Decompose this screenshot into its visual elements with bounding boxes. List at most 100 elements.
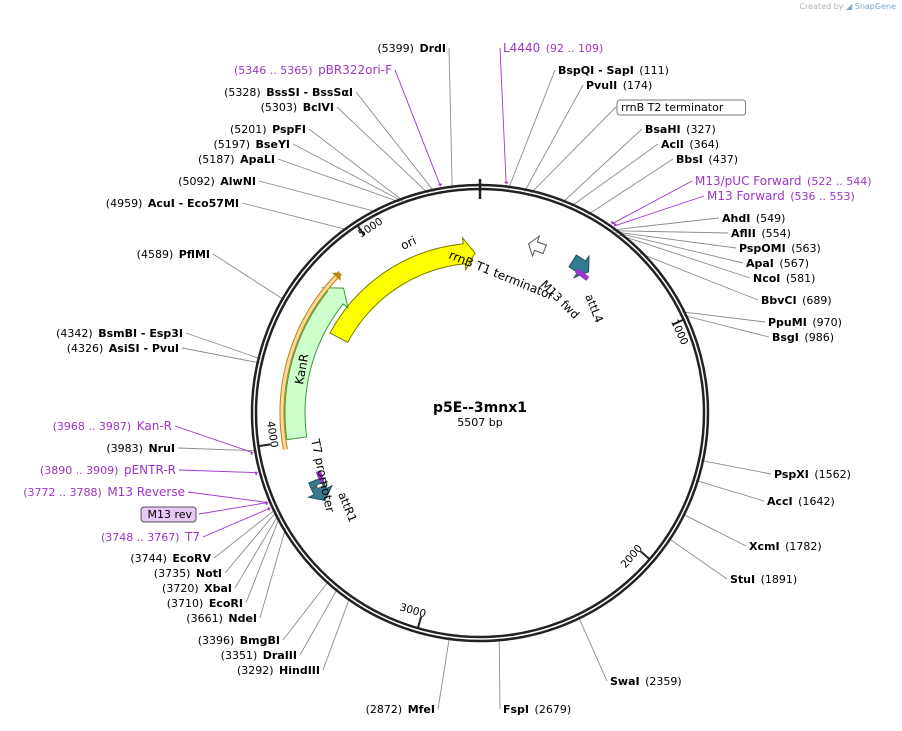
site-text: PspXI (1562)	[774, 468, 851, 481]
feature-ori[interactable]	[329, 236, 476, 344]
site-apali[interactable]: (5187) ApaLI	[198, 153, 275, 166]
site-text: AccI (1642)	[767, 495, 835, 508]
site-text: PpuMI (970)	[768, 316, 842, 329]
site-position: (970)	[812, 316, 842, 329]
site-bsgi[interactable]: BsgI (986)	[772, 331, 834, 344]
site-position: (3772 .. 3788)	[23, 486, 102, 499]
site-pvuii[interactable]: PvuII (174)	[586, 79, 652, 92]
site-bclvi[interactable]: (5303) BclVI	[261, 101, 334, 114]
site-text: StuI (1891)	[730, 573, 797, 586]
site-text: PvuII (174)	[586, 79, 652, 92]
site-bmgbi[interactable]: (3396) BmgBI	[198, 634, 280, 647]
site-position: (174)	[623, 79, 653, 92]
site-acui-eco57mi[interactable]: (4959) AcuI - Eco57MI	[106, 197, 239, 210]
site-text: BsaHI (327)	[645, 123, 716, 136]
primer-marker-m13-fwd[interactable]	[575, 268, 590, 281]
site-mfei[interactable]: (2872) MfeI	[366, 703, 435, 716]
site-nrui[interactable]: (3983) NruI	[106, 442, 175, 455]
site-bseyi[interactable]: (5197) BseYI	[213, 138, 290, 151]
site-ppumi[interactable]: PpuMI (970)	[768, 316, 842, 329]
site-aflii[interactable]: AflII (554)	[731, 227, 791, 240]
site-labels: (5399) DrdI L4440 (92 .. 109) BspQI - SapI…	[23, 41, 871, 716]
site-pflmi[interactable]: (4589) PflMI	[137, 248, 210, 261]
site-asisi-pvui[interactable]: (4326) AsiSI - PvuI	[67, 342, 179, 355]
ruler-tick-label: 2000	[619, 542, 646, 570]
site-pbr322ori-f[interactable]: (5346 .. 5365) pBR322ori-F	[234, 63, 392, 77]
site-position: (437)	[708, 153, 738, 166]
kan-r-primer-arc[interactable]	[280, 271, 342, 450]
site-rrnb-t2-terminator[interactable]: rrnB T2 terminator	[616, 99, 747, 116]
site-name: BsmBI - Esp3I	[98, 327, 183, 340]
site-m13-rev[interactable]: M13 rev	[140, 506, 197, 523]
site-pentr-r[interactable]: (3890 .. 3909) pENTR-R	[40, 463, 176, 477]
feature-kanr[interactable]	[284, 287, 349, 441]
site-acci[interactable]: AccI (1642)	[767, 495, 835, 508]
site-bbvci[interactable]: BbvCI (689)	[761, 294, 832, 307]
leader-ecori	[245, 517, 280, 604]
leader-apali	[277, 158, 400, 203]
site-alwni[interactable]: (5092) AlwNI	[178, 175, 256, 188]
site-fspi[interactable]: FspI (2679)	[503, 703, 571, 716]
site-position: (1891)	[761, 573, 798, 586]
site-name: Kan-R	[137, 419, 172, 433]
site-m13-puc-forward[interactable]: M13/pUC Forward (522 .. 544)	[695, 174, 872, 188]
site-drdi[interactable]: (5399) DrdI	[377, 42, 446, 55]
site-bsahi[interactable]: BsaHI (327)	[645, 123, 716, 136]
site-noti[interactable]: (3735) NotI	[154, 567, 222, 580]
site-position: (4589)	[137, 248, 174, 261]
feature-t7-promoter[interactable]	[311, 481, 329, 490]
site-l4440[interactable]: L4440 (92 .. 109)	[503, 41, 603, 55]
site-swai[interactable]: SwaI (2359)	[610, 675, 682, 688]
primer-marker-m13-rev-inner[interactable]	[315, 470, 325, 483]
site-ecorv[interactable]: (3744) EcoRV	[130, 552, 211, 565]
site-pspomi[interactable]: PspOMI (563)	[739, 242, 821, 255]
site-bbsi[interactable]: BbsI (437)	[676, 153, 738, 166]
site-ahdi[interactable]: AhdI (549)	[722, 212, 785, 225]
site-m13-reverse[interactable]: (3772 .. 3788) M13 Reverse	[23, 485, 185, 499]
site-name: StuI	[730, 573, 755, 586]
site-ecori[interactable]: (3710) EcoRI	[167, 597, 243, 610]
site-name: BssSI - BssSαI	[266, 86, 353, 99]
ruler-tick-label: 3000	[398, 601, 427, 620]
site-t7[interactable]: (3748 .. 3767) T7	[101, 530, 200, 544]
leader-draiii	[299, 588, 338, 656]
site-name: AsiSI - PvuI	[109, 342, 179, 355]
leader-xcmi	[682, 513, 747, 547]
site-bspqi-sapi[interactable]: BspQI - SapI (111)	[558, 64, 669, 77]
feature-label-rrnb-t1-terminator: rrnB T1 terminator	[447, 248, 556, 303]
site-xcmi[interactable]: XcmI (1782)	[749, 540, 822, 553]
site-bsmbi-esp3i[interactable]: (4342) BsmBI - Esp3I	[56, 327, 183, 340]
plasmid-length: 5507 bp	[457, 416, 502, 429]
ruler-tick-mark	[258, 443, 271, 448]
site-bsssi-bsssai[interactable]: (5328) BssSI - BssSαI	[224, 86, 353, 99]
site-pspfi[interactable]: (5201) PspFI	[230, 123, 306, 136]
leader-bbvci	[639, 252, 759, 301]
site-kan-r[interactable]: (3968 .. 3987) Kan-R	[53, 419, 172, 433]
site-draiii[interactable]: (3351) DraIII	[221, 649, 297, 662]
site-m13-forward[interactable]: M13 Forward (536 .. 553)	[707, 189, 855, 203]
leader-pspxi	[700, 459, 772, 475]
site-name: pENTR-R	[124, 463, 176, 477]
site-ncoi[interactable]: NcoI (581)	[753, 272, 815, 285]
site-xbai[interactable]: (3720) XbaI	[162, 582, 232, 595]
site-text: (3744) EcoRV	[130, 552, 211, 565]
site-ndei[interactable]: (3661) NdeI	[186, 612, 257, 625]
site-name: AlwNI	[220, 175, 256, 188]
site-name: pBR322ori-F	[318, 63, 392, 77]
site-position: (5197)	[213, 138, 250, 151]
site-acli[interactable]: AclI (364)	[661, 138, 719, 151]
site-text: (3772 .. 3788) M13 Reverse	[23, 485, 185, 499]
site-name: EcoRI	[209, 597, 243, 610]
site-pspxi[interactable]: PspXI (1562)	[774, 468, 851, 481]
plasmid-name: p5E--3mnx1	[433, 400, 527, 416]
site-name: PspOMI	[739, 242, 786, 255]
site-apai[interactable]: ApaI (567)	[746, 257, 809, 270]
leader-m13-puc-forward	[611, 180, 693, 225]
feature-rrnb-t1-terminator[interactable]	[527, 234, 548, 258]
site-hindiii[interactable]: (3292) HindIII	[237, 664, 320, 677]
site-position: (549)	[756, 212, 786, 225]
site-name: BsgI	[772, 331, 799, 344]
site-name: DraIII	[263, 649, 297, 662]
site-stui[interactable]: StuI (1891)	[730, 573, 797, 586]
site-text: (3661) NdeI	[186, 612, 257, 625]
